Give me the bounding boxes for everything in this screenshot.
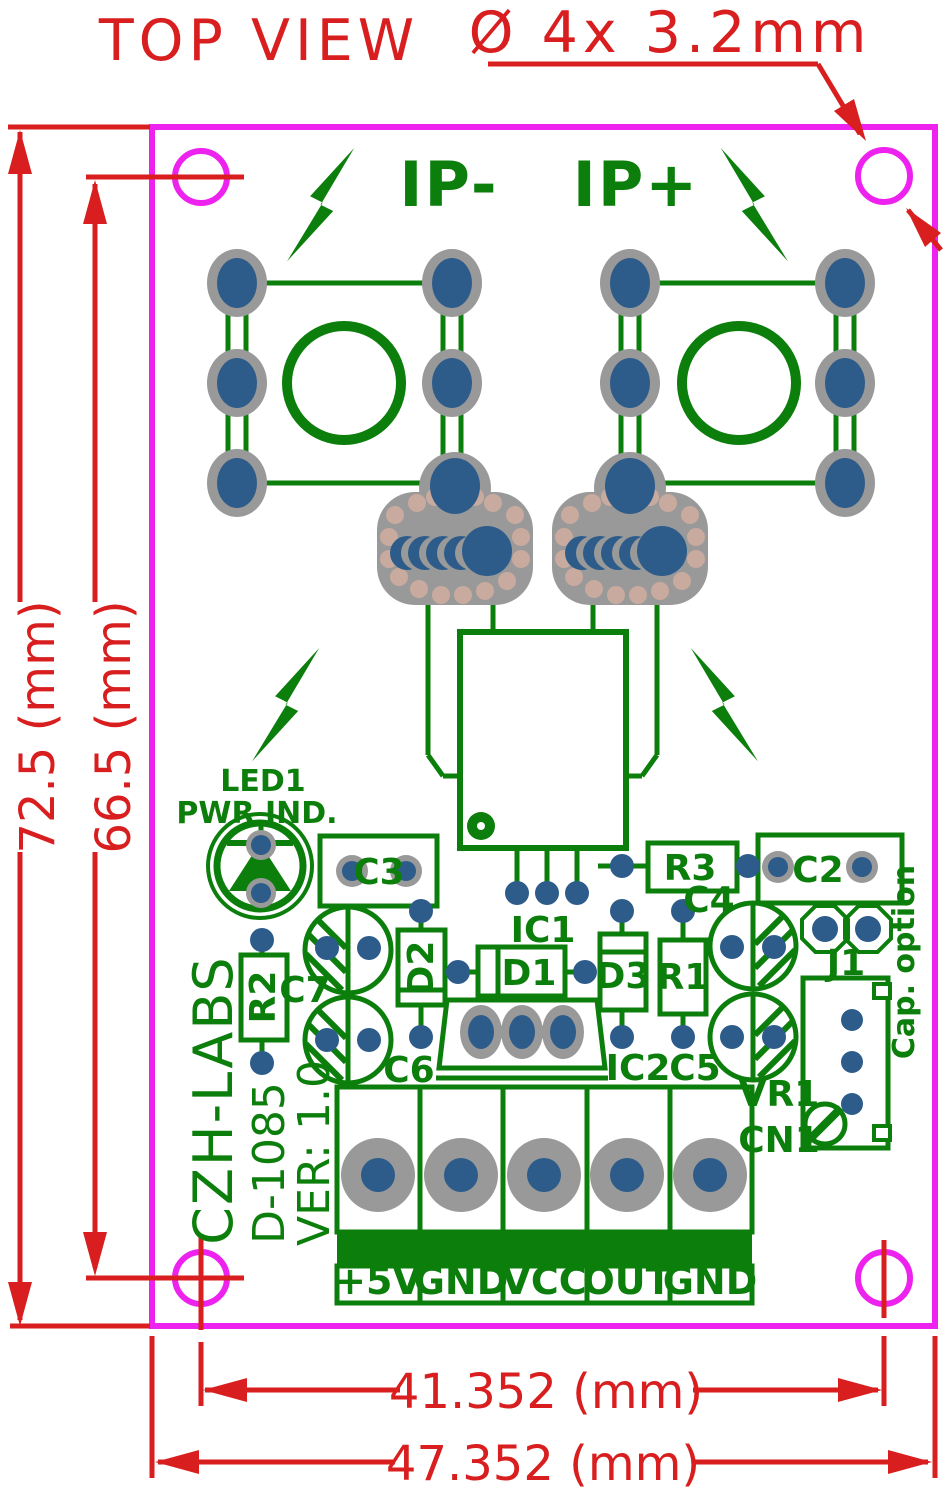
dimension-arrowheads <box>8 99 941 1474</box>
j1-jumper <box>800 904 893 954</box>
r2-label: R2 <box>243 971 284 1024</box>
c3-label: C3 <box>353 852 404 893</box>
top-pads <box>207 249 875 517</box>
hole-corner-arrow <box>906 208 941 247</box>
hole-callout-label: Ø 4x 3.2mm <box>469 0 872 66</box>
cn1-label: CN1 <box>738 1120 820 1161</box>
vr1-trimpot <box>800 975 892 1151</box>
dim-width-outer: 47.352 (mm) <box>386 1436 700 1492</box>
component-outlines <box>238 832 905 1043</box>
d1-label: D1 <box>502 953 557 994</box>
terminal-label-out: OUT <box>582 1259 671 1303</box>
c6-label: C6 <box>383 1050 434 1091</box>
screw-terminal-footprint-left <box>377 452 533 605</box>
vias <box>250 854 786 1075</box>
terminal-block <box>334 1084 755 1306</box>
bolt-top-left <box>287 148 355 262</box>
ringed-pads <box>246 830 878 908</box>
j1-label: J1 <box>824 943 865 984</box>
right-group-hole-ring <box>677 321 801 445</box>
hole-callout-arrow <box>834 99 866 141</box>
c4-label: C4 <box>683 880 734 921</box>
bolt-mid-left <box>252 648 320 762</box>
screw-terminal-footprint-right <box>552 452 708 605</box>
terminal-label-vcc: VCC <box>501 1259 586 1303</box>
terminal-label-gnd1: GND <box>414 1259 509 1303</box>
c5-label: C5 <box>669 1048 720 1089</box>
bolt-mid-right <box>690 648 758 762</box>
diode-bands <box>398 947 646 996</box>
c7-label: C7 <box>279 970 330 1011</box>
board-outline <box>149 124 938 1329</box>
blob-top-pad <box>430 458 480 514</box>
dim-width-inner: 41.352 (mm) <box>389 1364 703 1420</box>
version-label: VER: 1.0 <box>289 1060 340 1246</box>
dim-height-outer: 72.5 (mm) <box>10 600 66 853</box>
r1-label: R1 <box>657 957 710 998</box>
model-label: D-1085 <box>244 1082 295 1244</box>
terminal-label-5v: +5V <box>334 1259 422 1303</box>
terminal-label-gnd2: GND <box>663 1259 758 1303</box>
brand-label: CZH-LABS <box>182 955 245 1244</box>
sensor-ic-outline <box>457 629 629 851</box>
led1-desc: PWR IND. <box>176 796 337 831</box>
ic2-footprint <box>436 997 608 1081</box>
d3-label: D3 <box>596 956 651 997</box>
ic2-label: IC2 <box>606 1048 671 1089</box>
vr1-label: VR1 <box>739 1074 820 1115</box>
ip-plus-label: IP+ <box>573 148 699 221</box>
dim-height-inner: 66.5 (mm) <box>86 600 142 853</box>
cap-option-label: Cap. option <box>887 865 922 1059</box>
led1-ref: LED1 <box>220 764 305 799</box>
view-title: TOP VIEW <box>98 8 419 74</box>
r1-body <box>657 937 709 1017</box>
d2-label: D2 <box>401 941 442 996</box>
left-group-hole-ring <box>282 321 406 445</box>
r3-label: R3 <box>664 848 717 889</box>
ip-minus-label: IP- <box>399 148 498 221</box>
blob-top-pad <box>605 458 655 514</box>
bolt-top-right <box>720 148 788 262</box>
top-pad-groups <box>225 280 857 486</box>
c2-label: C2 <box>792 850 843 891</box>
ic1-label: IC1 <box>511 910 576 951</box>
mounting-hole-top-right <box>855 147 913 205</box>
terminal-block-band <box>337 1232 752 1266</box>
